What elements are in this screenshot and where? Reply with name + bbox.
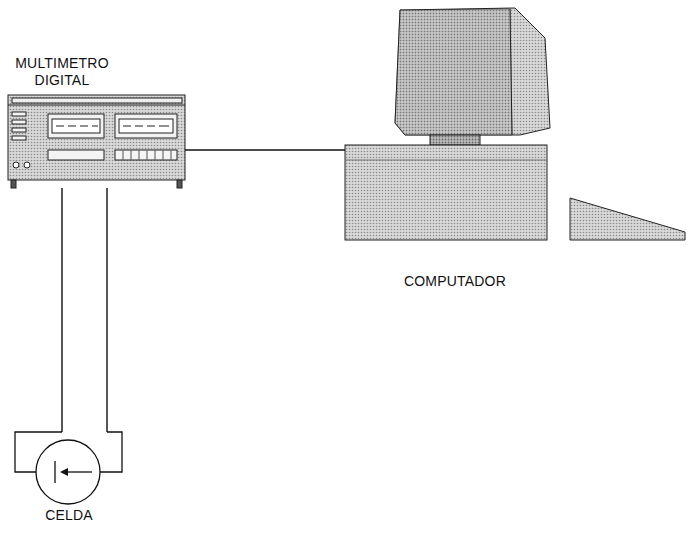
cell-node: CELDA xyxy=(8,432,130,530)
computer-illustration xyxy=(345,8,685,240)
computer-node: COMPUTADOR xyxy=(345,8,685,300)
connection-wire xyxy=(106,188,107,432)
connection-wire xyxy=(185,149,345,150)
connection-wire xyxy=(61,188,62,432)
equipment-label: MULTIMETRO DIGITAL xyxy=(6,55,118,89)
equipment-label: CELDA xyxy=(8,507,130,524)
equipment-label: COMPUTADOR xyxy=(345,273,565,290)
multimeter-device xyxy=(8,95,185,188)
multimeter-node: MULTIMETRO DIGITAL xyxy=(6,55,185,188)
cell-symbol xyxy=(15,432,122,504)
